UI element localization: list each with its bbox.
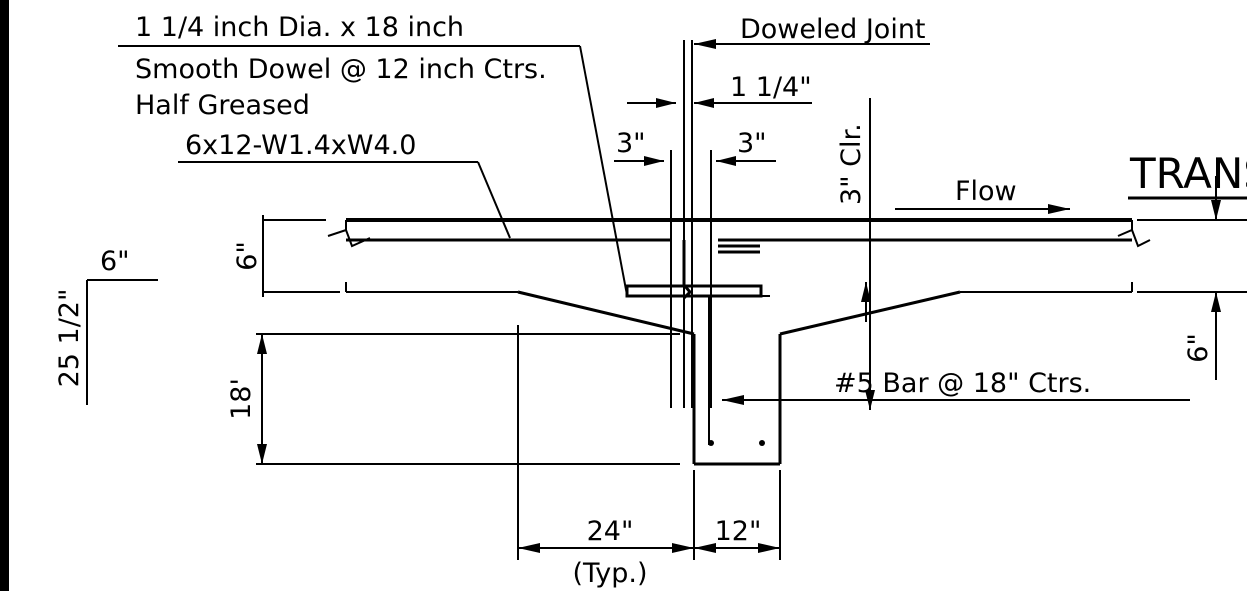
rebar-label: #5 Bar @ 18" Ctrs. [834,368,1091,399]
mesh-label: 6x12-W1.4xW4.0 [185,130,416,161]
slab-thickness-right: 6" [1137,176,1247,380]
sheet-border [0,0,9,591]
doweled-joint-label: Doweled Joint [740,14,926,45]
offset-left-label: 3" [616,128,646,159]
section-title: TRANS [1128,149,1247,200]
typ-label: (Typ.) [572,558,647,589]
beam-depth-dimension: 18' [226,333,680,465]
slab-right-label: 6" [1183,333,1214,363]
width-dimensions: 24" (Typ.) 12" [517,325,781,589]
slab [327,218,1151,293]
rebar-callout: #5 Bar @ 18" Ctrs. [722,368,1190,405]
doweled-joint-callout: Doweled Joint [683,14,930,408]
clearance-dimension: 3" Clr. [836,98,875,410]
total-depth-callout: 6" 25 1/2" [54,246,158,405]
slab-top-label: 6" [100,246,130,277]
beam-and-haunch [517,240,961,466]
mesh-callout: 6x12-W1.4xW4.0 [178,130,511,239]
joint-gap-label: 1 1/4" [730,72,812,103]
beam-depth-label: 18' [226,378,257,420]
beam-width-label: 12" [715,516,762,547]
dowel-label-line3: Half Greased [135,90,310,121]
offset-right-label: 3" [737,128,767,159]
clearance-label: 3" Clr. [836,123,867,205]
section-title-label: TRANS [1129,149,1247,198]
dowel-offset-dimensions: 3" 3" [614,128,776,408]
flow-arrow: Flow [895,176,1070,214]
flow-label: Flow [955,176,1017,207]
slab-left-label: 6" [232,241,263,271]
dowel-callout: 1 1/4 inch Dia. x 18 inch Smooth Dowel @… [118,12,628,296]
dowel-label-line2: Smooth Dowel @ 12 inch Ctrs. [135,54,547,85]
dowel-label-line1: 1 1/4 inch Dia. x 18 inch [135,12,464,43]
total-depth-label: 25 1/2" [54,289,85,388]
slab-thickness-left: 6" [232,215,340,297]
haunch-width-label: 24" [587,516,634,547]
joint-gap-dimension: 1 1/4" [627,72,812,108]
